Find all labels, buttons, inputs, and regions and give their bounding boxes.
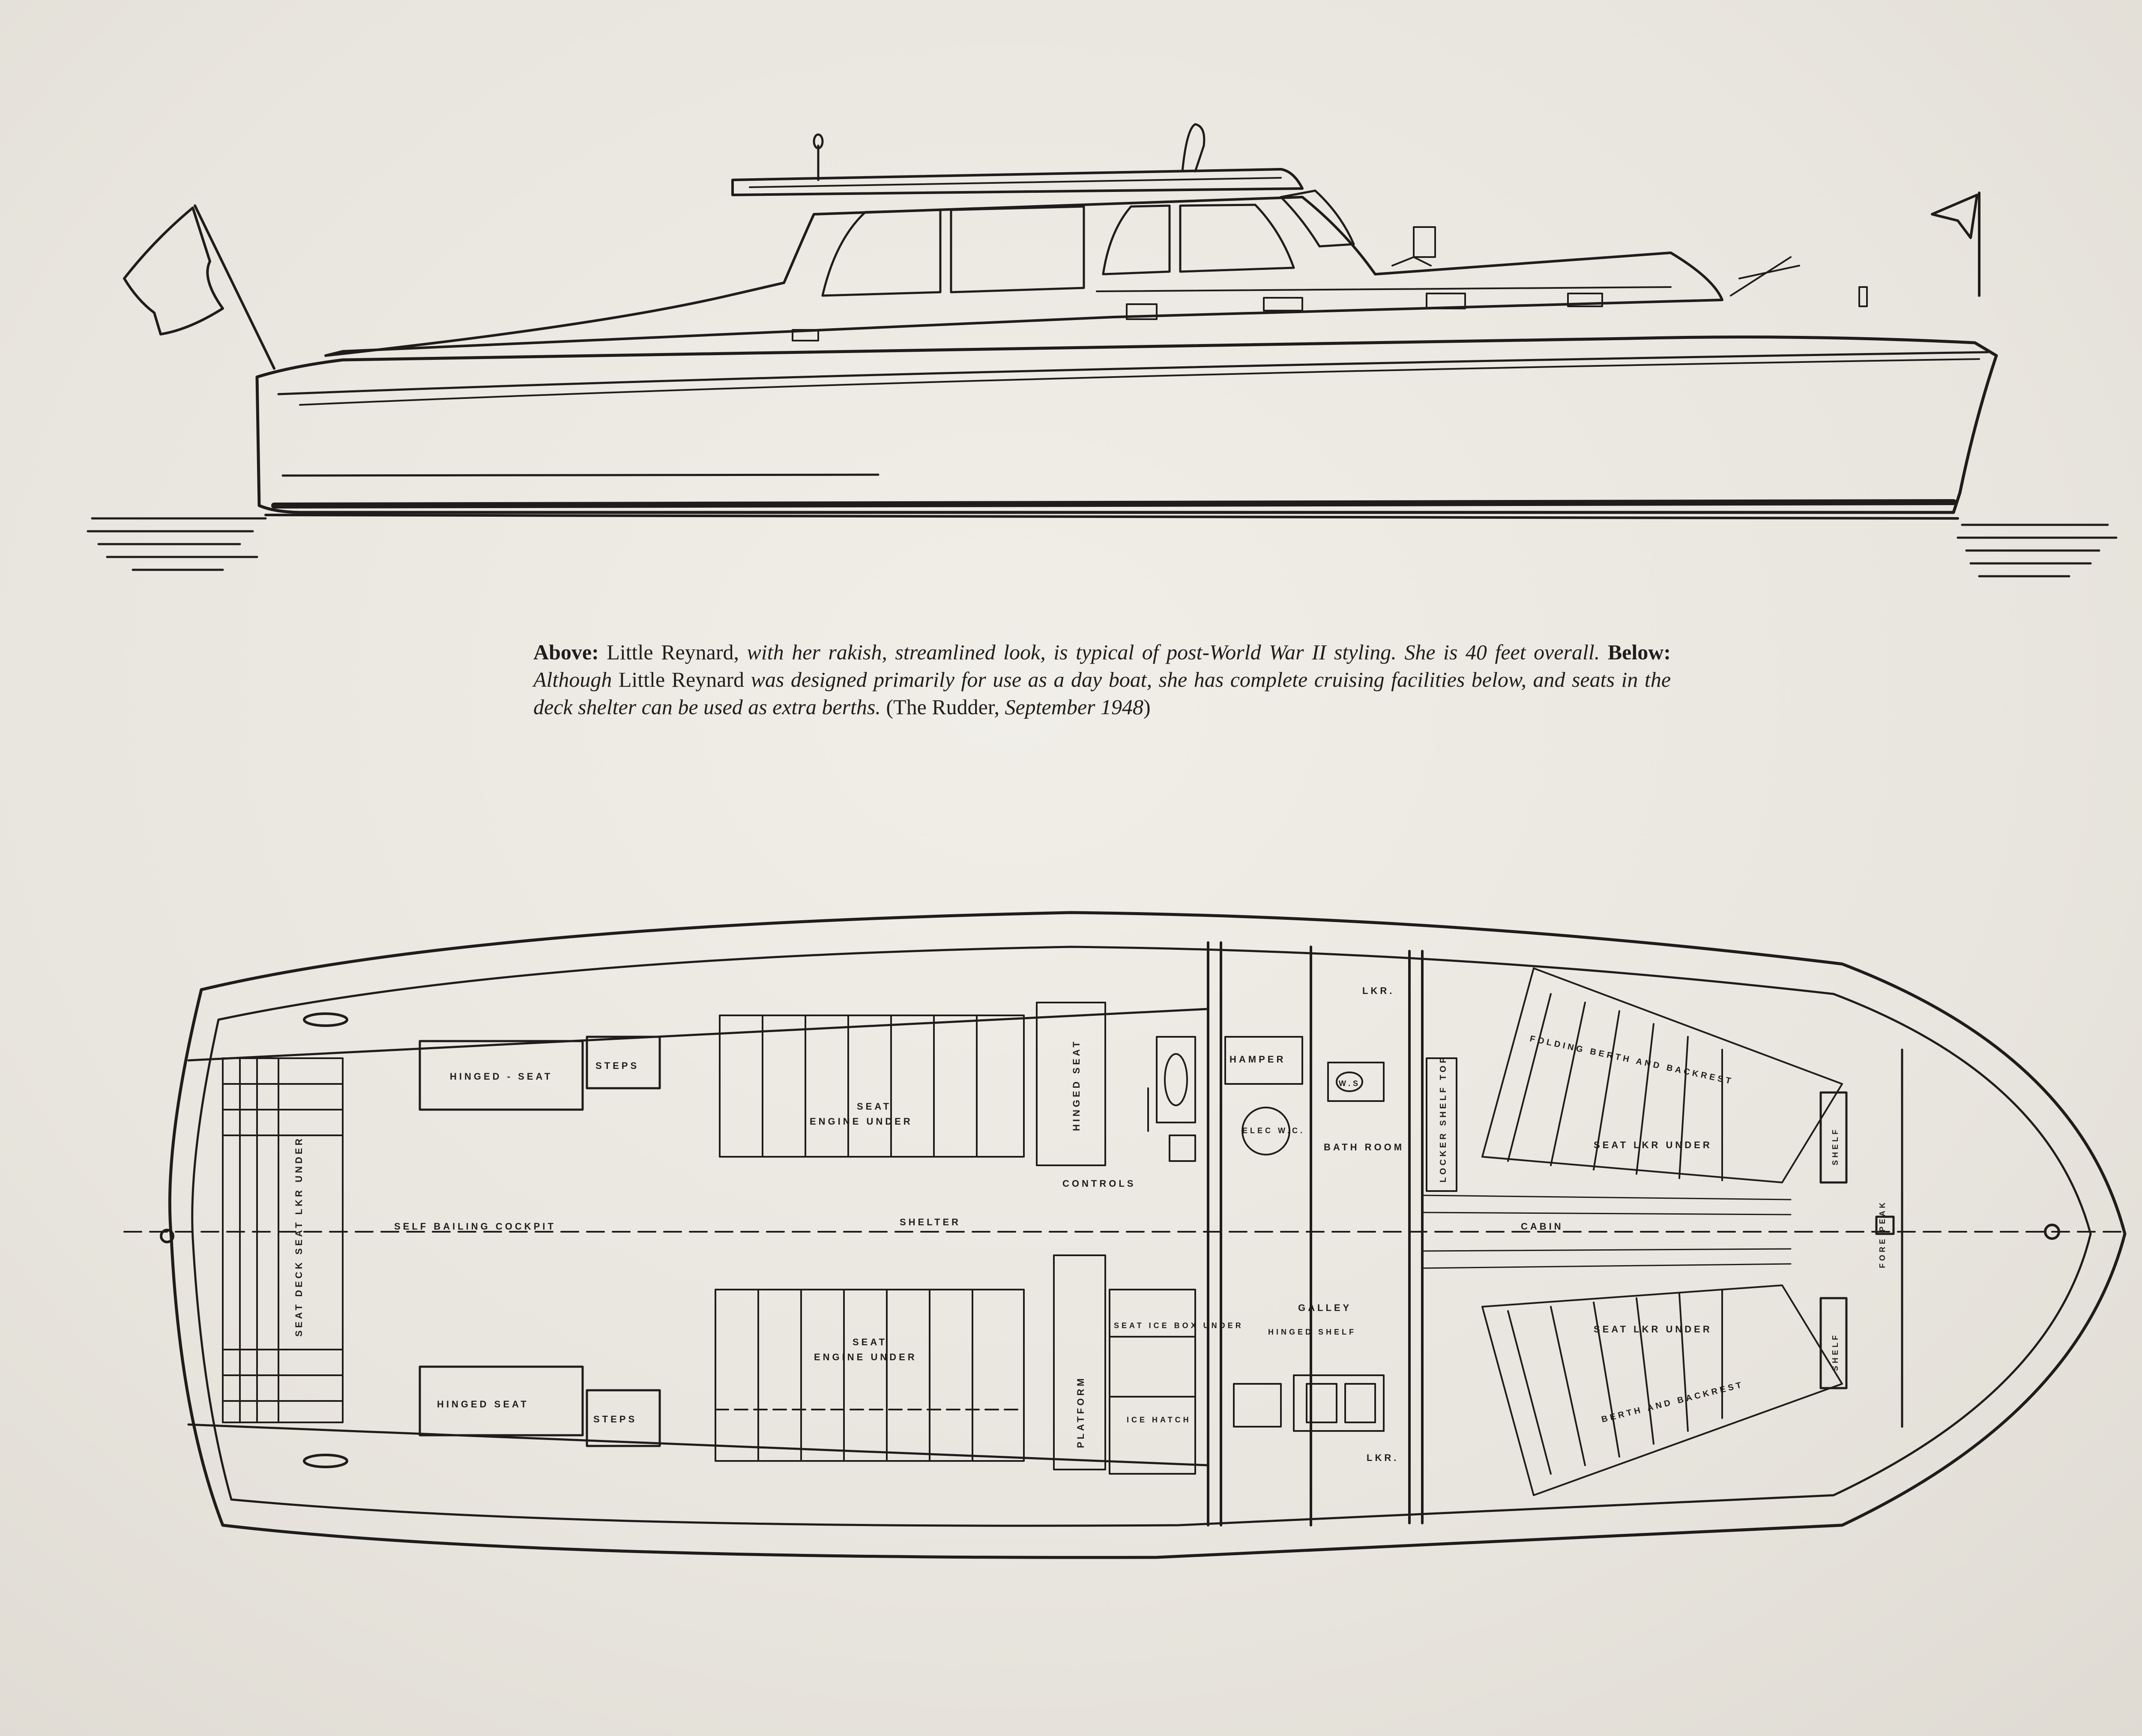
label-seat-lkr-under-top: SEAT LKR UNDER — [1594, 1140, 1712, 1150]
cabin-berths — [1481, 967, 1843, 1496]
caption-below-italic: Although — [533, 667, 612, 691]
hull-outline — [255, 335, 1998, 514]
foredeck-fittings — [1391, 226, 1868, 307]
rub-rail — [299, 358, 1980, 406]
label-elec-wc: ELEC W.C. — [1242, 1126, 1305, 1135]
label-shelf-top: SHELF — [1831, 1127, 1840, 1165]
cabin-roof — [731, 168, 1304, 196]
label-lkr-bottom: LKR. — [1367, 1452, 1399, 1463]
rail-top — [187, 1008, 1209, 1062]
sheer-line — [277, 351, 1989, 395]
cabin-sole — [1421, 1194, 1792, 1269]
label-shelf-bottom: SHELF — [1831, 1333, 1840, 1371]
label-engine-under-top: ENGINE UNDER — [810, 1116, 913, 1127]
cockpit-seats — [419, 1036, 661, 1447]
label-controls: CONTROLS — [1062, 1178, 1136, 1189]
engine-seat-bottom — [715, 1289, 1025, 1462]
galley — [1233, 1374, 1385, 1432]
stern-flag — [123, 204, 275, 370]
waterline — [264, 514, 1959, 520]
label-ws: W.S. — [1339, 1079, 1365, 1088]
engine-seat-top — [719, 1002, 1106, 1166]
label-deck-seat: SEAT DECK SEAT LKR UNDER — [293, 1136, 304, 1337]
label-steps-top: STEPS — [595, 1060, 639, 1071]
head-compartment — [1224, 1036, 1457, 1192]
caption-below-name: Little Reynard — [618, 667, 745, 691]
caption-below-label: Below: — [1607, 640, 1671, 664]
label-locker-shelf-top: LOCKER SHELF TOP — [1439, 1055, 1448, 1182]
roof-rail — [749, 177, 1282, 188]
chine-line — [281, 473, 880, 477]
cabin-windows — [821, 189, 1355, 297]
caption-above-name: Little Reynard, — [607, 640, 739, 664]
transom-seat — [222, 1057, 344, 1423]
label-hinged-seat-vertical: HINGED SEAT — [1071, 1039, 1082, 1131]
platform — [1053, 1254, 1106, 1470]
roof-fittings — [813, 123, 1206, 181]
label-seat-top: SEAT — [857, 1101, 892, 1112]
label-engine-under-bottom: ENGINE UNDER — [814, 1352, 917, 1362]
caption-above-text: with her rakish, streamlined look, is ty… — [747, 640, 1600, 664]
label-folding-berth-top: FOLDING BERTH AND BACKREST — [1529, 1034, 1734, 1086]
label-platform: PLATFORM — [1075, 1376, 1086, 1448]
ice-box — [1109, 1289, 1196, 1475]
figure-caption: Above: Little Reynard, with her rakish, … — [533, 638, 1671, 721]
water-lines-left — [87, 517, 267, 571]
cleats — [160, 1012, 2060, 1468]
label-hinged-seat-top: HINGED - SEAT — [450, 1071, 553, 1082]
label-bath-room: BATH ROOM — [1324, 1142, 1404, 1152]
bow-flag — [1931, 192, 1980, 297]
caption-above-label: Above: — [533, 640, 599, 664]
deck-house — [324, 196, 1723, 357]
label-self-bailing-cockpit: SELF BAILING COCKPIT — [394, 1221, 556, 1232]
caption-source-open: (The Rudder, — [886, 695, 999, 719]
label-steps-bottom: STEPS — [593, 1414, 637, 1425]
label-seat-ice-box: SEAT ICE BOX UNDER — [1114, 1321, 1244, 1330]
label-hamper: HAMPER — [1230, 1054, 1286, 1065]
label-lkr-top: LKR. — [1362, 985, 1394, 996]
label-shelter: SHELTER — [900, 1217, 961, 1227]
label-seat-bottom: SEAT — [853, 1337, 887, 1347]
label-hinged-seat-bottom: HINGED SEAT — [437, 1399, 529, 1410]
label-berth-backrest-bottom: BERTH AND BACKREST — [1601, 1380, 1745, 1425]
label-hinged-shelf: HINGED SHELF — [1268, 1328, 1356, 1336]
plan-hull-outer — [168, 911, 2127, 1559]
boot-stripe — [271, 499, 1957, 509]
caption-below-text: was designed primarily for use as a day … — [533, 667, 1671, 719]
plan-hull-inner — [191, 946, 2092, 1527]
label-galley: GALLEY — [1298, 1302, 1352, 1313]
label-fore-peak: FORE PEAK — [1878, 1200, 1887, 1268]
forepeak-shelves — [1819, 1048, 1903, 1428]
caption-source-close: ) — [1143, 695, 1151, 719]
label-cabin: CABIN — [1521, 1221, 1564, 1232]
hull-ports — [792, 286, 1672, 341]
bulkheads — [1207, 941, 1424, 1526]
profile-drawing — [87, 123, 2118, 578]
caption-source-date: September 1948 — [1005, 695, 1144, 719]
rail-bottom — [187, 1423, 1209, 1467]
water-lines-right — [1957, 524, 2118, 578]
label-seat-lkr-under-bottom: SEAT LKR UNDER — [1594, 1324, 1712, 1335]
label-ice-hatch: ICE HATCH — [1127, 1416, 1191, 1424]
helm-station — [1147, 1036, 1196, 1162]
